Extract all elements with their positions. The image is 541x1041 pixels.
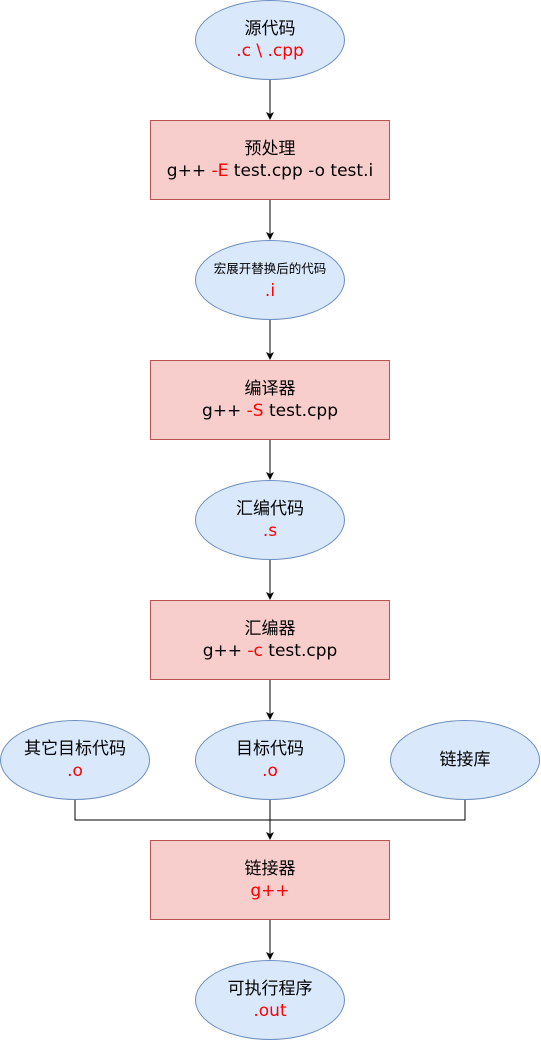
node-link-libraries-title: 链接库 [439,750,491,770]
node-assembly-code-ext: .s [262,521,278,541]
node-assembler-command: g++ -c test.cpp [203,640,338,662]
node-assembler: 汇编器 g++ -c test.cpp [150,600,390,680]
node-expanded-code: 宏展开替换后的代码 .i [195,240,345,320]
node-preprocess-title: 预处理 [244,139,296,159]
cmd-suffix: test.cpp [262,641,338,661]
cmd-suffix: test.cpp [263,401,338,421]
node-compiler-title: 编译器 [244,379,296,399]
node-assembly-code-title: 汇编代码 [236,499,304,519]
node-executable-ext: .out [253,1001,287,1021]
node-source-code: 源代码 .c \ .cpp [195,0,345,80]
node-expanded-code-title: 宏展开替换后的代码 [213,261,327,276]
node-assembler-title: 汇编器 [244,619,296,639]
node-preprocess-command: g++ -E test.cpp -o test.i [167,160,373,182]
node-object-code: 目标代码 .o [195,720,345,800]
node-compiler-command: g++ -S test.cpp [202,400,338,422]
cmd-flag: -c [247,641,263,661]
cmd-flag: -E [211,161,229,181]
node-linker-command: g++ [250,881,290,901]
connector-libraries [270,800,466,821]
node-assembly-code: 汇编代码 .s [195,480,345,560]
node-linker-title: 链接器 [244,859,296,879]
cmd-prefix: g++ [166,161,212,181]
cmd-prefix: g++ [201,401,247,421]
cmd-prefix: g++ [202,641,248,661]
node-object-code-ext: .o [262,761,278,781]
node-other-object-code-ext: .o [67,761,83,781]
node-linker: 链接器 g++ [150,840,390,920]
cmd-flag: -S [246,401,264,421]
node-object-code-title: 目标代码 [236,739,304,759]
node-executable: 可执行程序 .out [195,960,345,1040]
node-source-code-title: 源代码 [244,19,296,39]
node-executable-title: 可执行程序 [227,979,313,999]
node-compiler: 编译器 g++ -S test.cpp [150,360,390,440]
cmd-suffix: test.cpp -o test.i [228,161,374,181]
node-other-object-code-title: 其它目标代码 [24,739,126,759]
node-source-code-ext: .c \ .cpp [236,41,304,61]
node-link-libraries: 链接库 [390,720,540,800]
node-other-object-code: 其它目标代码 .o [0,720,150,800]
connector-other-objects [74,800,270,821]
node-expanded-code-ext: .i [264,281,276,301]
node-preprocess: 预处理 g++ -E test.cpp -o test.i [150,120,390,200]
